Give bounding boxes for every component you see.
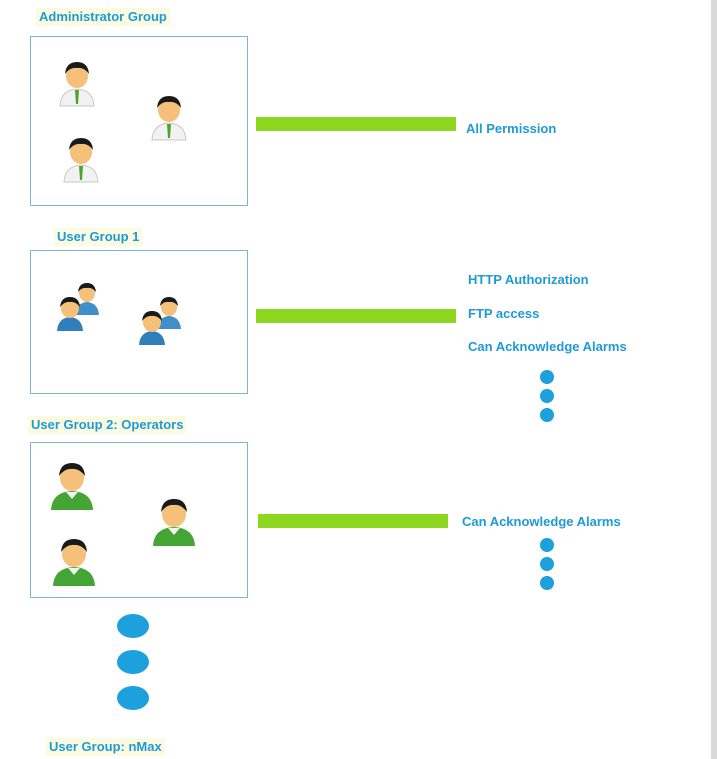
admin-user-icon (59, 62, 95, 107)
right-edge-divider (711, 0, 717, 759)
user-group-1-permission-label: HTTP Authorization (468, 272, 589, 287)
user-group-1-connector-bar (256, 309, 456, 323)
admin-permission-label: All Permission (466, 121, 557, 136)
operator-user-icon (51, 463, 93, 510)
admin-group-box (30, 36, 248, 206)
user-group-2-label: User Group 2: Operators (28, 416, 187, 434)
group1-user-icon (139, 297, 181, 345)
user-group-2-connector-bar (258, 514, 448, 528)
user-group-2-permission-label: Can Acknowledge Alarms (462, 514, 621, 529)
user-group-1-permission-label: Can Acknowledge Alarms (468, 339, 627, 354)
admin-group-label: Administrator Group (36, 8, 170, 26)
admin-connector-bar (256, 117, 456, 131)
user-group-nmax-label: User Group: nMax (46, 738, 165, 756)
user-group-2-box (30, 442, 248, 598)
admin-user-icon (63, 138, 99, 183)
admin-user-icon (151, 96, 187, 141)
user-group-1-box (30, 250, 248, 394)
user-group-1-label: User Group 1 (54, 228, 143, 246)
user-group-1-permission-label: FTP access (468, 306, 540, 321)
operator-user-icon (153, 499, 195, 546)
group1-user-icon (57, 283, 99, 331)
operator-user-icon (53, 539, 95, 586)
